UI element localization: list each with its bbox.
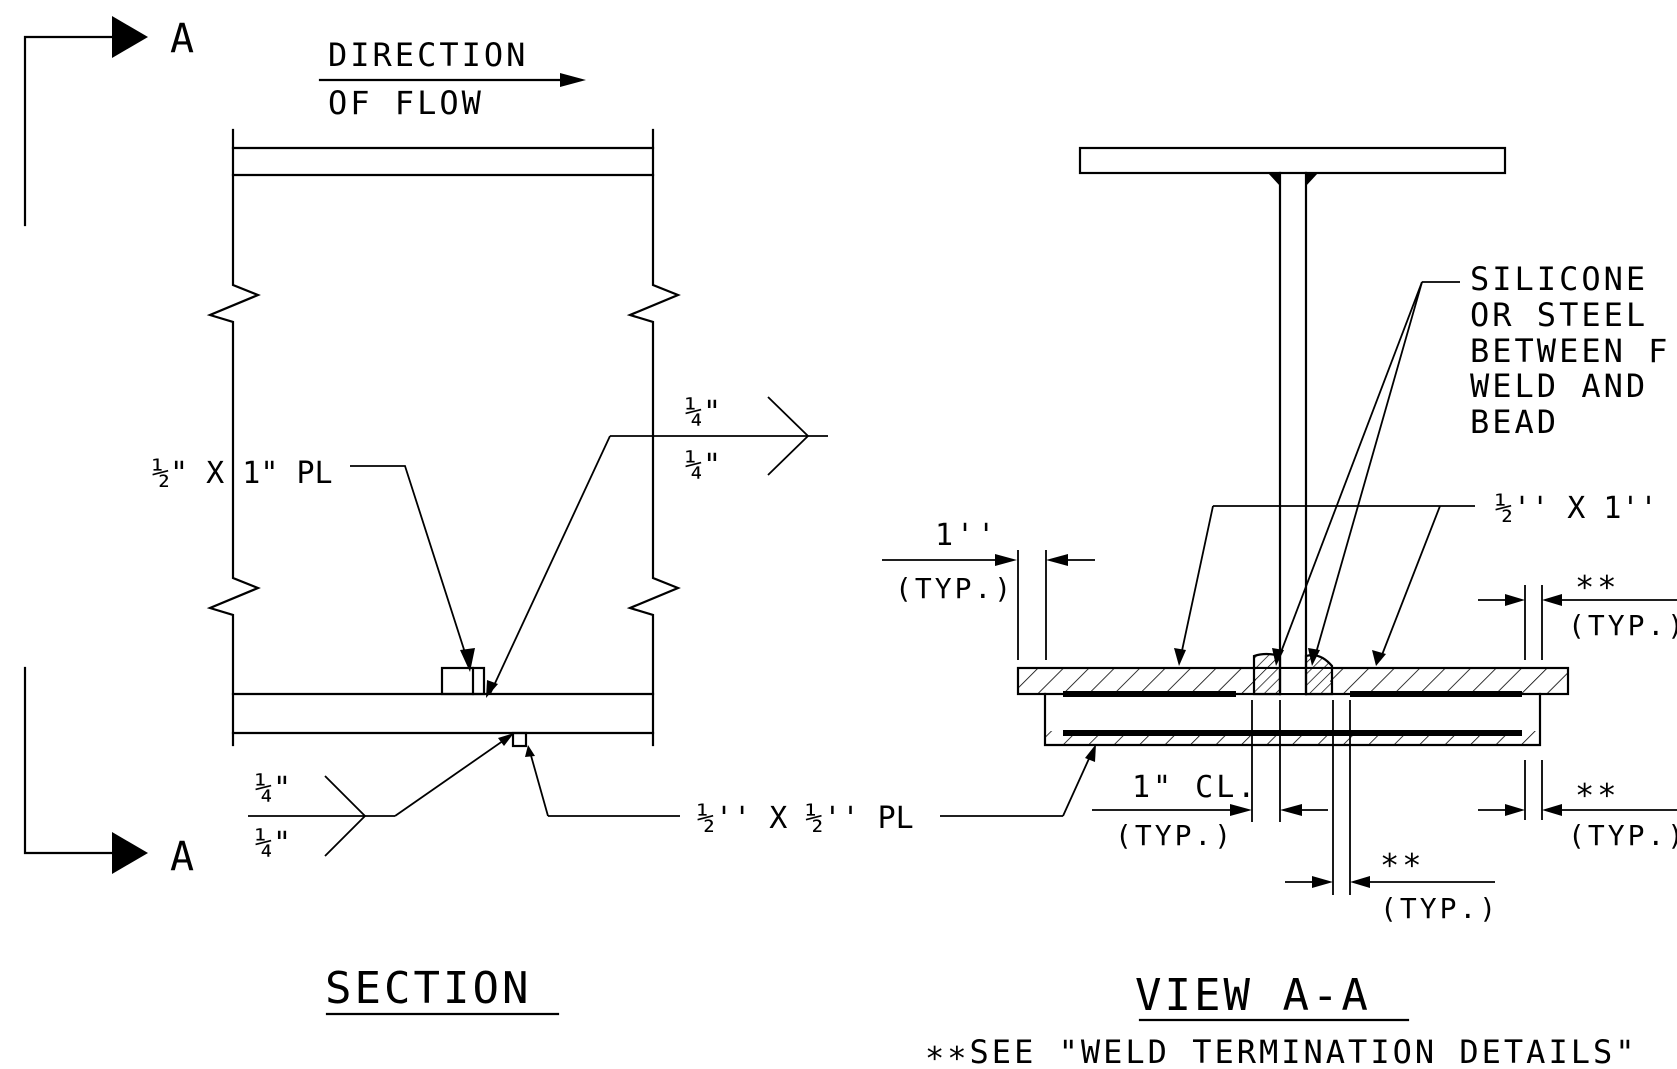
weld-size-bottom: ¼" [685, 448, 721, 483]
dim-one-cl-label: 1" CL. [1132, 770, 1258, 805]
weld-size-top: ¼" [685, 395, 721, 430]
dim-one-inch-typ: (TYP.) [895, 572, 1014, 605]
dimension-star-bottom-right: ∗∗ (TYP.) [1478, 760, 1677, 852]
section-cut-marker-top: A [23, 16, 197, 227]
dimension-star-top-right: ∗∗ (TYP.) [1478, 562, 1677, 660]
dimension-star-center: ∗∗ (TYP.) [1285, 700, 1499, 925]
weld-symbol-left: ¼" ¼" [248, 733, 514, 861]
note-silicone-line1: SILICONE [1470, 260, 1648, 298]
weld-size-left-bottom: ¼" [255, 826, 291, 861]
view-aa [1016, 146, 1570, 747]
note-silicone-line2: OR STEEL [1470, 296, 1648, 334]
plate-label-left: ½" X 1" PL [152, 456, 475, 672]
section-cut-marker-bottom: A [23, 666, 197, 880]
plate-half-by-one-right-label: ½'' X 1'' P [1495, 491, 1677, 526]
weld-symbol-right: ¼" ¼" [486, 395, 828, 698]
plate-half-by-one-label: ½" X 1" PL [152, 456, 333, 491]
direction-of-flow-callout: DIRECTION OF FLOW [318, 36, 586, 122]
weld-size-left-top: ¼" [255, 771, 291, 806]
weld-termination-footnote: ∗∗SEE "WELD TERMINATION DETAILS" [925, 1033, 1638, 1069]
star-bottom-right-typ: (TYP.) [1568, 819, 1677, 852]
dimension-one-inch: 1'' (TYP.) [882, 518, 1095, 660]
star-top-right-typ: (TYP.) [1568, 609, 1677, 642]
plate-label-right: ½'' X 1'' P [1174, 491, 1677, 666]
star-top-right: ∗∗ [1575, 562, 1620, 600]
plate-half-by-half-label: ½'' X ½'' PL [697, 801, 914, 836]
view-title: VIEW A-A [1135, 970, 1371, 1021]
plate-half-by-half-callout: ½'' X ½'' PL [525, 744, 1096, 836]
star-center: ∗∗ [1380, 840, 1425, 878]
dim-one-inch-label: 1'' [935, 518, 998, 553]
direction-line2: OF FLOW [328, 84, 484, 122]
section-mark-top-label: A [170, 16, 197, 62]
silicone-note: SILICONE OR STEEL BETWEEN F WELD AND BEA… [1272, 260, 1670, 666]
view-title-group: VIEW A-A [1135, 970, 1410, 1022]
star-center-typ: (TYP.) [1380, 892, 1499, 925]
section-mark-bottom-label: A [170, 834, 197, 880]
section-title-group: SECTION [325, 963, 560, 1016]
note-silicone-line5: BEAD [1470, 403, 1559, 441]
note-silicone-line4: WELD AND [1470, 367, 1648, 405]
dim-one-cl-typ: (TYP.) [1115, 819, 1234, 852]
dimension-one-cl: 1" CL. (TYP.) [1092, 700, 1328, 852]
note-silicone-line3: BETWEEN F [1470, 332, 1670, 370]
star-bottom-right: ∗∗ [1575, 770, 1620, 808]
section-title: SECTION [325, 963, 531, 1014]
direction-line1: DIRECTION [328, 36, 528, 74]
section-view [206, 128, 681, 748]
